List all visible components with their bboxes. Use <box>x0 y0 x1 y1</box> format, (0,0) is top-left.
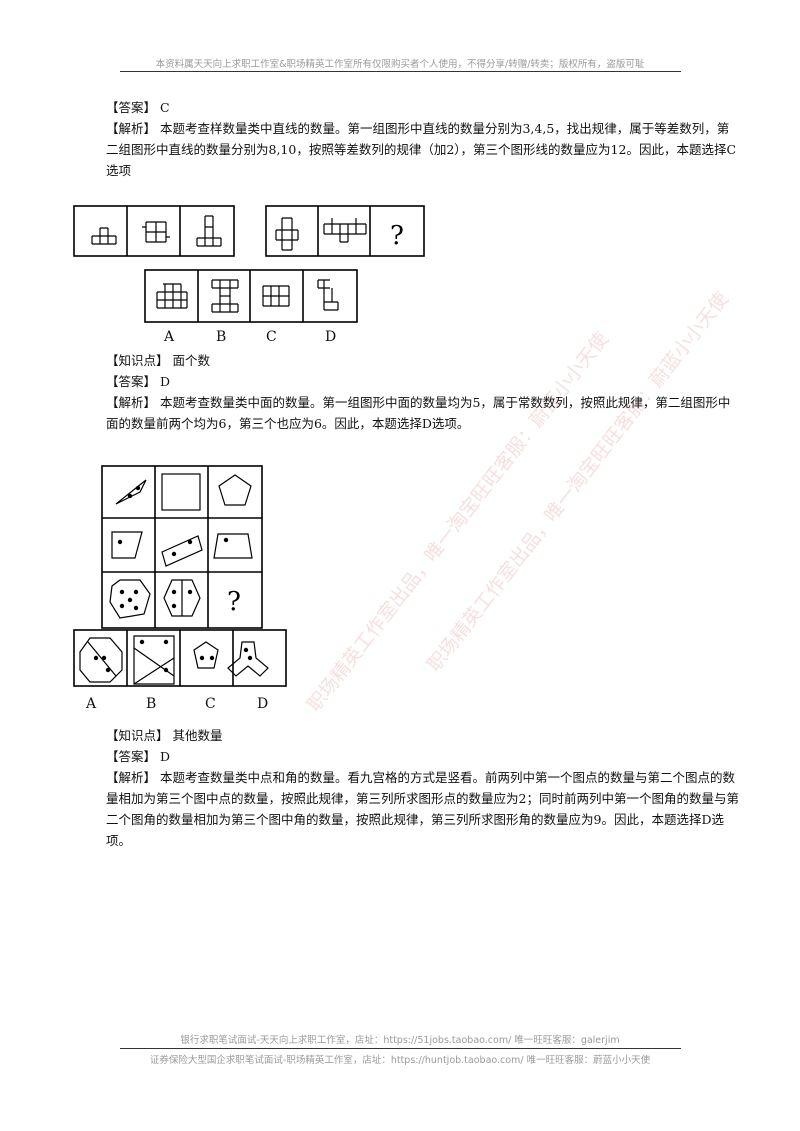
section3-answer: 【答案】 D <box>106 749 170 764</box>
section2-answer: 【答案】 D <box>106 374 170 389</box>
footer-line2: 证券保险大型国企求职笔试面试-职场精英工作室，店址：https://huntjo… <box>149 1055 651 1066</box>
figure2-option-d-label: D <box>257 696 269 712</box>
footer-line1: 银行求职笔试面试-天天向上求职工作室，店址：https://51jobs.tao… <box>180 1035 620 1046</box>
figure1-puzzle: ? <box>73 205 425 323</box>
figure1-question-mark: ? <box>390 221 404 251</box>
figure1-options <box>156 279 339 313</box>
section3-analysis-line3: 二个图角的数量相加为第三个图中角的数量，按照此规律，第三列所求图形角的数量应为9… <box>106 812 724 848</box>
section2-analysis-line2: 面的数量前两个均为6，第三个也应为6。因此，本题选择D选项。 <box>106 416 470 431</box>
section3-knowledge: 【知识点】 其他数量 <box>106 728 223 743</box>
footer-rule <box>120 1048 681 1049</box>
section2-analysis-line1: 【解析】 本题考查数量类中面的数量。第一组图形中面的数量均为5，属于常数数列，按… <box>106 395 731 410</box>
figure2-question-mark: ? <box>227 587 241 617</box>
section2-knowledge: 【知识点】 面个数 <box>106 353 210 368</box>
section1-answer: 【答案】 C <box>106 100 170 115</box>
figure1-option-d-label: D <box>325 329 337 345</box>
figure2-cells <box>79 473 269 685</box>
header-rule <box>120 71 681 72</box>
section3-analysis-line2: 量相加为第三个图中点的数量，按照此规律，第三列所求图形点的数量应为2；同时前两列… <box>106 791 739 806</box>
figure2-puzzle: ? <box>73 465 287 687</box>
figure1-option-c-label: C <box>266 329 277 345</box>
figure2-option-c-label: C <box>205 696 216 712</box>
figure2-dots <box>93 485 253 673</box>
figure1-option-b-label: B <box>216 329 227 345</box>
section3-analysis-line1: 【解析】 本题考查数量类中点和角的数量。看九宫格的方式是竖看。前两列中第一个图点… <box>106 770 735 785</box>
figure2-option-b-label: B <box>146 696 157 712</box>
figure1-option-a-label: A <box>164 329 175 345</box>
header-notice: 本资料属天天向上求职工作室&职场精英工作室所有仅限购买者个人使用，不得分享/转赠… <box>155 59 645 70</box>
section1-analysis-line1: 【解析】 本题考查样数量类中直线的数量。第一组图形中直线的数量分别为3,4,5，… <box>106 121 730 136</box>
figure2-option-a-label: A <box>86 696 97 712</box>
section1-analysis-line3: 选项 <box>106 163 132 178</box>
section1-analysis-line2: 二组图形中直线的数量分别为8,10，按照等差数列的规律（加2），第三个图形线的数… <box>106 142 737 157</box>
figure1-cells <box>91 215 367 251</box>
